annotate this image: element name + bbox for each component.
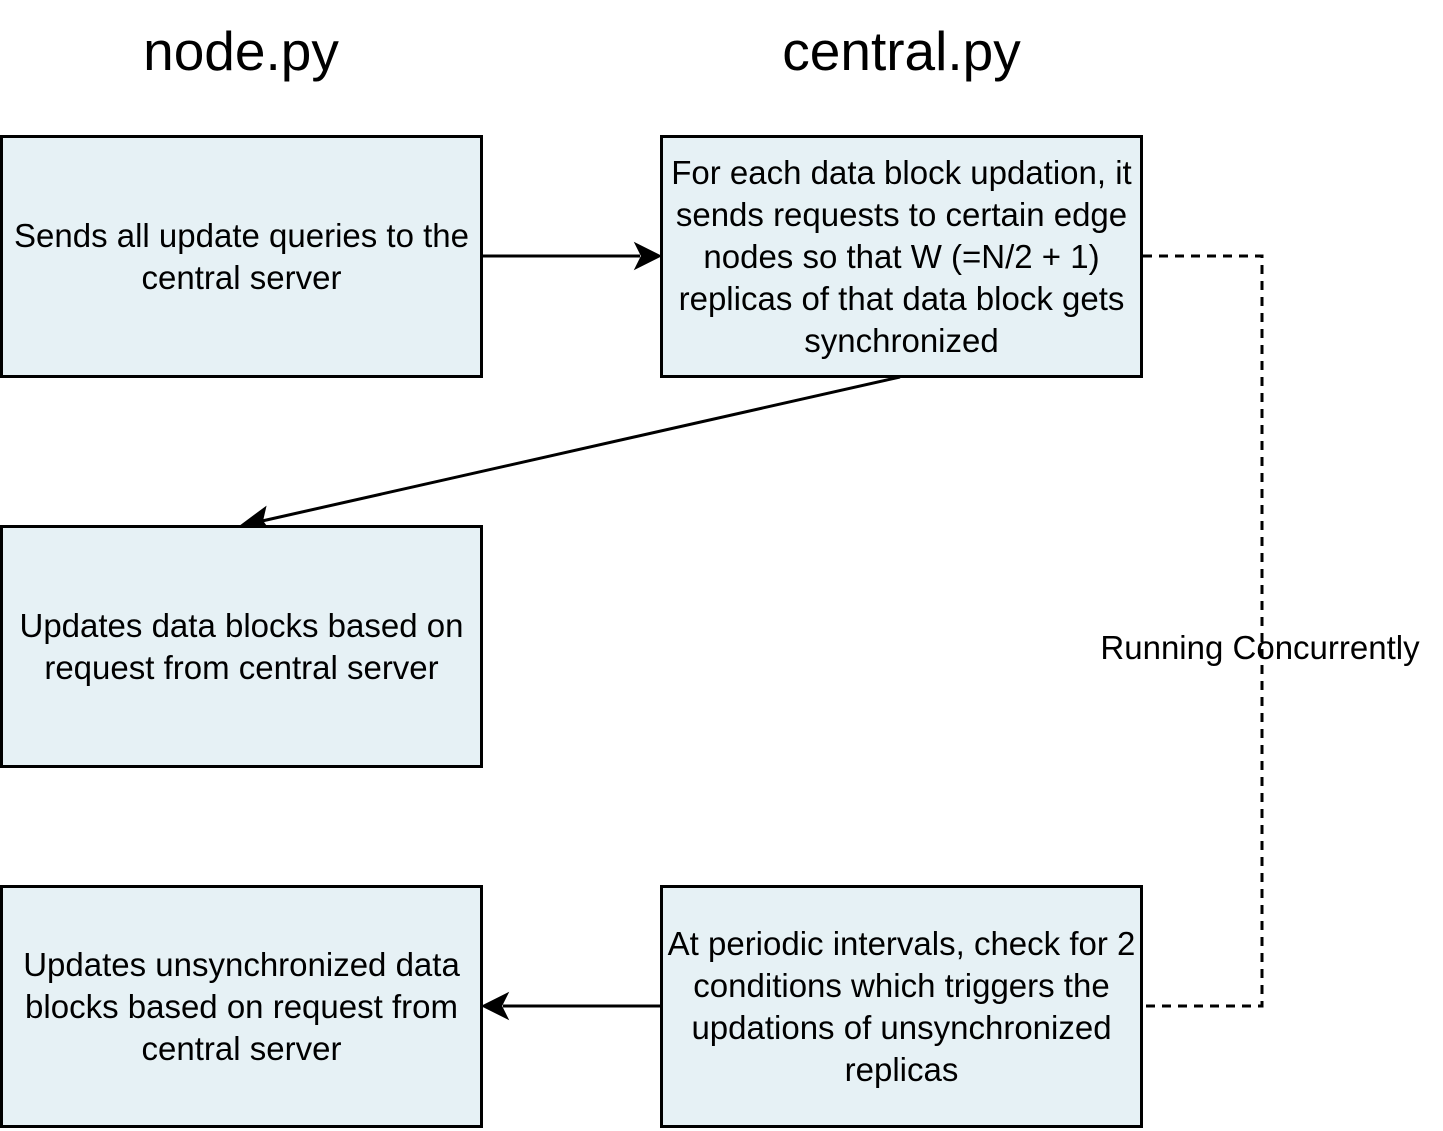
column-heading-central: central.py <box>782 20 1021 82</box>
concurrent-dashed-connector <box>1143 254 1264 1008</box>
box-update-blocks: Updates data blocks based on request fro… <box>0 525 483 768</box>
box-update-unsync: Updates unsynchronized data blocks based… <box>0 885 483 1128</box>
box-update-blocks-text: Updates data blocks based on request fro… <box>19 606 464 686</box>
box-periodic-check: At periodic intervals, check for 2 condi… <box>660 885 1143 1128</box>
box-send-queries: Sends all update queries to the central … <box>0 135 483 378</box>
arrowhead-periodic-to-update-unsync <box>480 991 510 1021</box>
box-central-sync-text: For each data block updation, it sends r… <box>671 153 1132 359</box>
arrowhead-send-to-central <box>633 241 663 271</box>
box-periodic-check-text: At periodic intervals, check for 2 condi… <box>667 924 1136 1088</box>
column-heading-node: node.py <box>143 20 339 82</box>
box-update-unsync-text: Updates unsynchronized data blocks based… <box>23 945 460 1067</box>
box-central-sync: For each data block updation, it sends r… <box>660 135 1143 378</box>
arrow-central-to-update-blocks <box>261 375 901 523</box>
running-concurrently-label: Running Concurrently <box>1100 629 1420 666</box>
box-send-queries-text: Sends all update queries to the central … <box>14 216 469 296</box>
